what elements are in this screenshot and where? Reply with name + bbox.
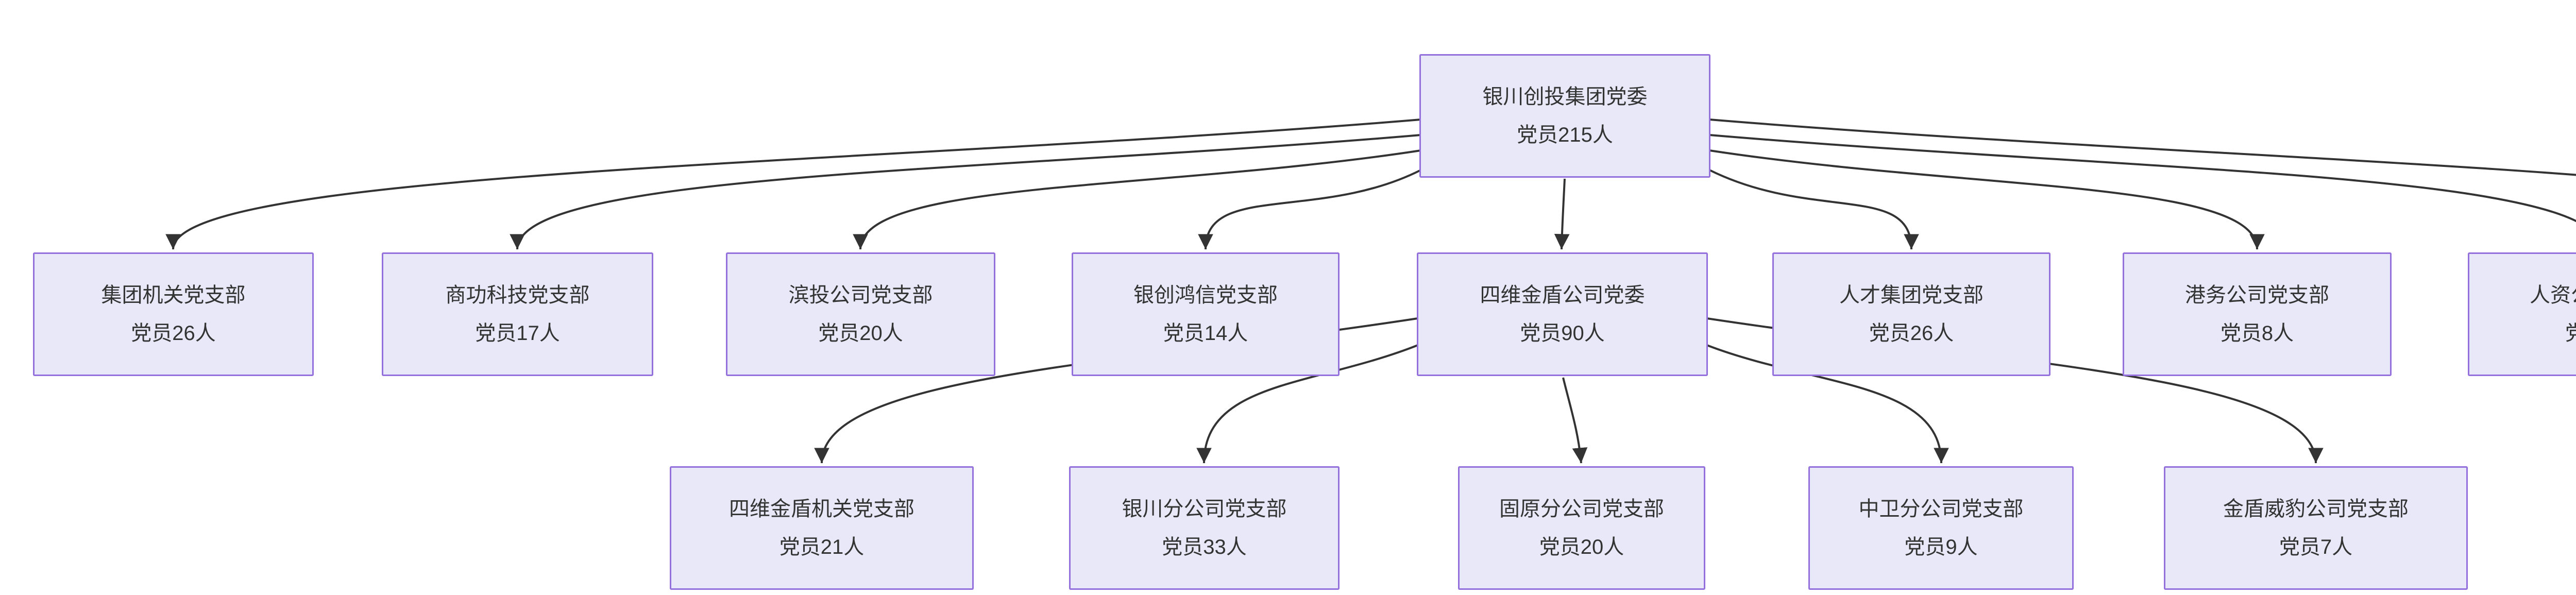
org-node-n4: 银创鸿信党支部 党员14人 <box>1072 252 1340 376</box>
org-node-members: 党员8人 <box>2220 322 2294 345</box>
org-node-title: 集团机关党支部 <box>101 284 246 307</box>
org-node-title: 固原分公司党支部 <box>1499 498 1664 520</box>
org-node-n2: 商功科技党支部 党员17人 <box>382 252 653 376</box>
org-node-n7: 港务公司党支部 党员8人 <box>2123 252 2392 376</box>
org-node-title: 人才集团党支部 <box>1839 284 1984 307</box>
org-node-title: 银创鸿信党支部 <box>1133 284 1278 307</box>
org-node-n3: 滨投公司党支部 党员20人 <box>726 252 995 376</box>
org-node-m3: 固原分公司党支部 党员20人 <box>1458 466 1705 590</box>
org-node-m4: 中卫分公司党支部 党员9人 <box>1808 466 2074 590</box>
edge-root-n7 <box>1709 149 2265 250</box>
org-node-members: 党员7人 <box>2279 536 2353 558</box>
edge-root-n1 <box>165 118 1421 250</box>
edge-root-n5 <box>1554 178 1570 250</box>
org-node-title: 人资公司党支部 <box>2530 284 2576 307</box>
org-node-title: 商功科技党支部 <box>445 284 590 307</box>
org-node-members: 党员33人 <box>1162 536 1247 558</box>
org-node-title: 港务公司党支部 <box>2185 284 2329 307</box>
org-node-members: 党员26人 <box>1869 322 1954 345</box>
org-node-members: 党员90人 <box>1520 322 1605 345</box>
org-node-title: 金盾威豹公司党支部 <box>2223 498 2409 520</box>
org-node-members: 党员26人 <box>131 322 216 345</box>
edge-root-n8 <box>1709 134 2576 223</box>
org-node-title: 四维金盾机关党支部 <box>729 498 914 520</box>
edge-root-n3 <box>853 149 1421 250</box>
org-node-root: 银川创投集团党委 党员215人 <box>1419 54 1710 178</box>
org-node-m2: 银川分公司党支部 党员33人 <box>1069 466 1340 590</box>
org-node-members: 党员20人 <box>818 322 903 345</box>
edge-root-n6 <box>1709 169 1919 250</box>
edge-root-n4 <box>1198 169 1421 250</box>
edge-n5-m2 <box>1196 344 1418 464</box>
org-node-members: 党员21人 <box>779 536 865 558</box>
org-node-members: 党员215人 <box>1517 124 1613 146</box>
org-node-members: 党员9人 <box>1904 536 1978 558</box>
org-node-title: 中卫分公司党支部 <box>1858 498 2024 520</box>
org-node-title: 滨投公司党支部 <box>788 284 933 307</box>
org-node-n1: 集团机关党支部 党员26人 <box>33 252 314 376</box>
org-node-n8: 人资公司党支部 党员5人 <box>2468 252 2576 376</box>
org-node-members: 党员20人 <box>1539 536 1624 558</box>
edge-n5-m4 <box>1706 344 1949 464</box>
org-node-m1: 四维金盾机关党支部 党员21人 <box>670 466 974 590</box>
org-node-members: 党员14人 <box>1163 322 1248 345</box>
org-node-m5: 金盾威豹公司党支部 党员7人 <box>2164 466 2468 590</box>
org-node-members: 党员5人 <box>2565 322 2576 345</box>
edge-n5-m3 <box>1562 377 1588 464</box>
edge-root-n9 <box>1709 118 2576 176</box>
org-node-n5: 四维金盾公司党委 党员90人 <box>1417 252 1708 376</box>
org-node-n6: 人才集团党支部 党员26人 <box>1772 252 2050 376</box>
org-node-title: 银川创投集团党委 <box>1482 86 1648 108</box>
org-node-title: 银川分公司党支部 <box>1122 498 1287 520</box>
org-node-members: 党员17人 <box>475 322 560 345</box>
edge-root-n2 <box>510 134 1421 250</box>
org-node-title: 四维金盾公司党委 <box>1480 284 1645 307</box>
